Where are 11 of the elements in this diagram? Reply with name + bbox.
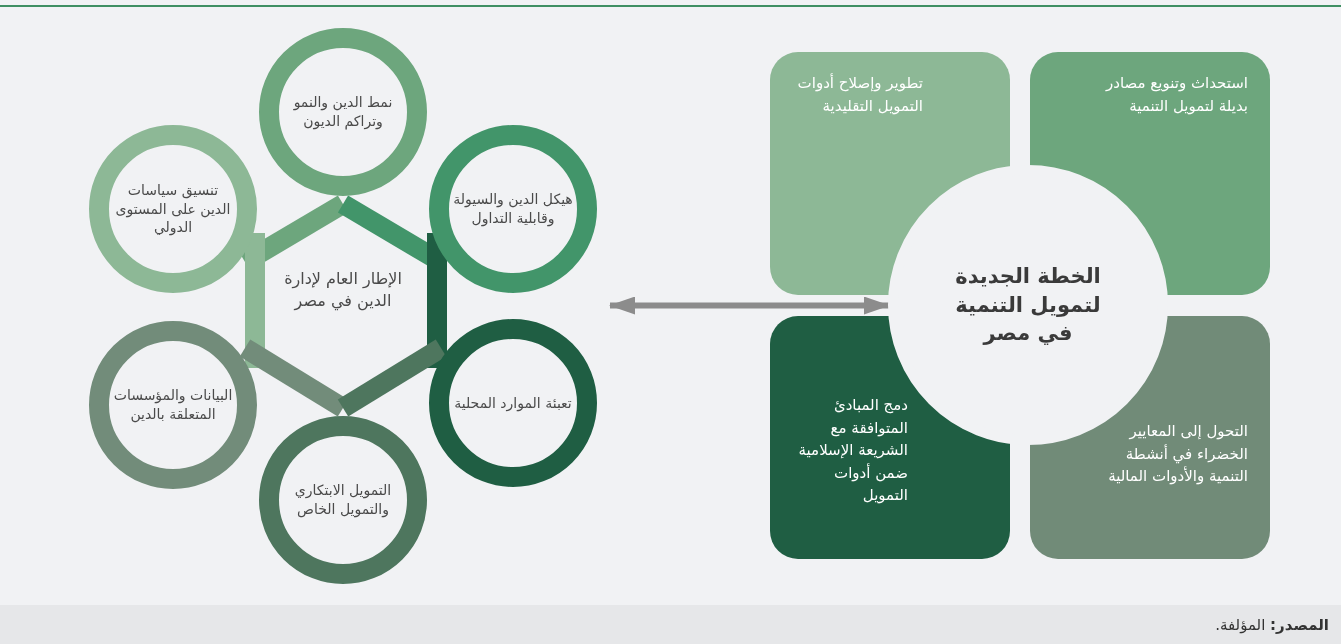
source-note: المصدر: المؤلفة. — [1215, 615, 1329, 634]
petal-loop: تنسيق سياسات الدين على المستوى الدولي — [89, 125, 257, 293]
petal-loop: نمط الدين والنمو وتراكم الديون — [259, 28, 427, 196]
double-arrow — [609, 296, 890, 315]
card-text: تطوير وإصلاح أدوات التمويل التقليدية — [796, 72, 923, 117]
center-label: الإطار العام لإدارة الدين في مصر — [283, 268, 403, 313]
petal-loop: التمويل الابتكاري والتمويل الخاص — [259, 416, 427, 584]
petal-loop: هيكل الدين والسيولة وقابلية التداول — [429, 125, 597, 293]
card-text: استحداث وتنويع مصادر بديلة لتمويل التنمية — [1104, 73, 1248, 117]
petal-loop: تعبئة الموارد المحلية — [429, 319, 597, 487]
petal-loop: البيانات والمؤسسات المتعلقة بالدين — [89, 321, 257, 489]
